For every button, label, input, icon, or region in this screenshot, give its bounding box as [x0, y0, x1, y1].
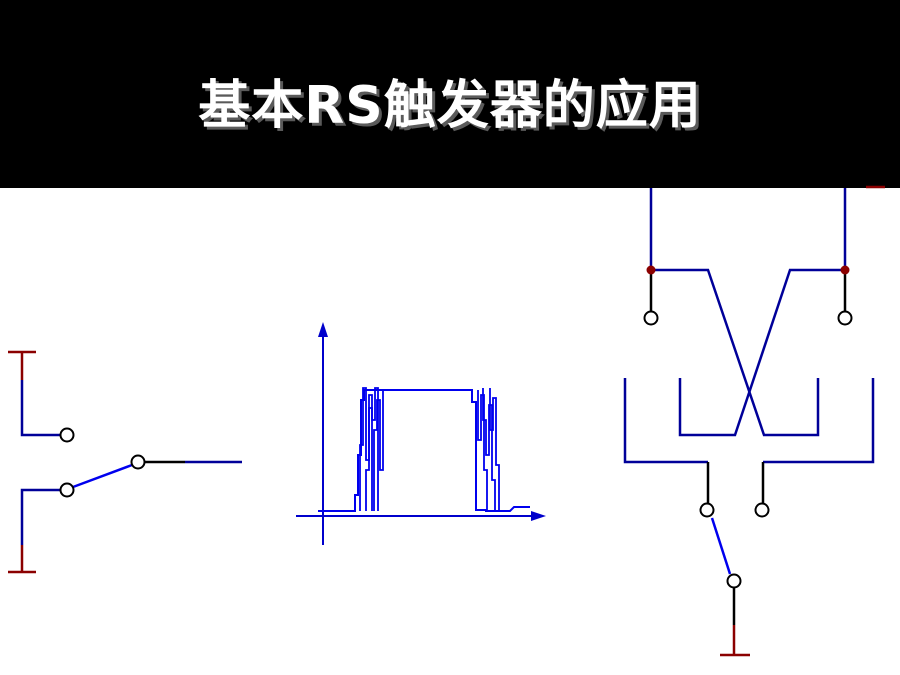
bounce-lead-3 — [373, 390, 384, 511]
left-top-wire — [20, 380, 60, 437]
switch-contact-right — [754, 502, 770, 518]
switch-contact-left — [699, 502, 715, 518]
bounce-waveform — [296, 322, 546, 545]
title-bar — [0, 0, 900, 188]
bounce-trail-3 — [489, 388, 500, 511]
outer-wire-right — [763, 378, 875, 464]
contact-left-top — [643, 310, 659, 326]
slide-title: 基本RS触发器的应用 — [198, 76, 702, 136]
contact-right-top — [837, 310, 853, 326]
outer-wire-left — [623, 378, 708, 464]
node-dot-right — [840, 265, 850, 275]
y-axis-arrow — [318, 322, 328, 337]
left-bottom-wire — [20, 488, 60, 545]
left-contact-top — [59, 427, 75, 443]
rs-debounce-circuit — [623, 185, 885, 657]
bounce-lead-2 — [365, 387, 379, 511]
left-switch — [8, 350, 242, 574]
cross-wire-b — [678, 268, 845, 437]
right-switch-blade — [710, 517, 732, 575]
left-contact-bottom — [59, 482, 75, 498]
bounce-lead-1 — [359, 387, 373, 511]
cross-wire-a — [651, 268, 820, 437]
left-switch-blade — [72, 463, 133, 489]
switch-contact-common — [726, 573, 742, 589]
x-axis-arrow — [531, 511, 546, 521]
bounce-trail-2 — [482, 388, 496, 511]
pulse-main — [318, 389, 530, 512]
node-dot-left — [646, 265, 656, 275]
left-contact-common — [130, 454, 146, 470]
